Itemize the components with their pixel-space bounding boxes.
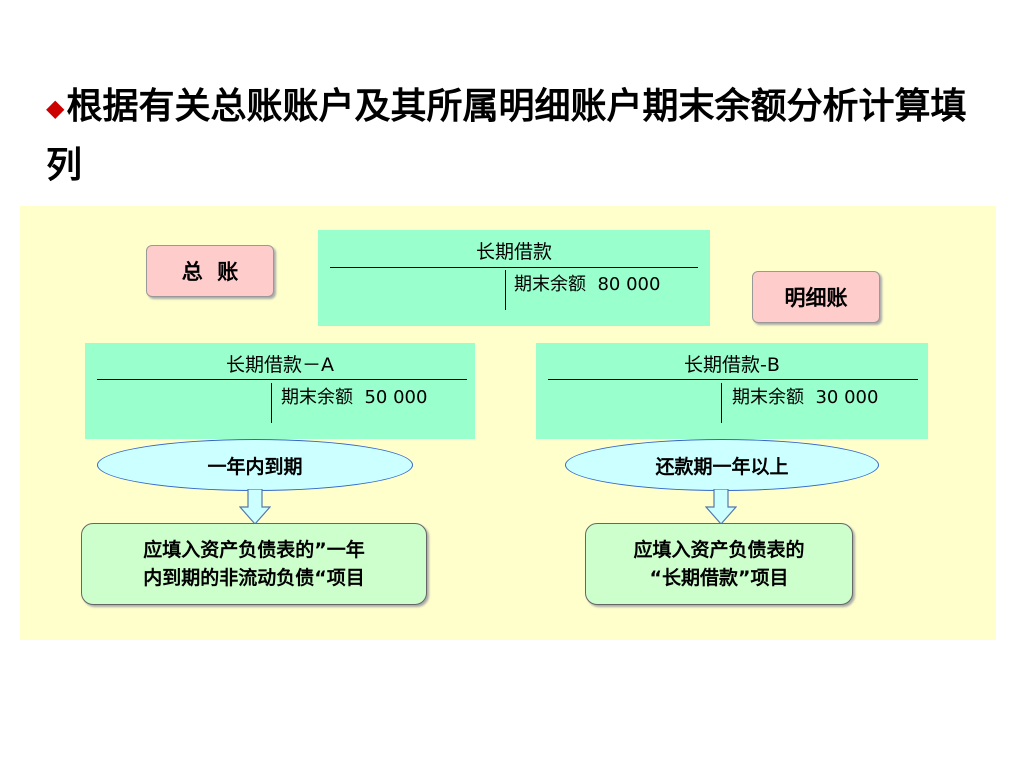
- account-a-box: 长期借款－A 期末余额 50 000: [85, 343, 475, 439]
- account-b-name: 长期借款-B: [684, 354, 780, 376]
- result-a-line2: 内到期的非流动负债“项目: [143, 567, 365, 589]
- main-balance-label: 期末余额: [514, 274, 586, 295]
- account-b-rule: [548, 379, 918, 380]
- account-a-divider: [271, 383, 272, 423]
- diamond-bullet-icon: ◆: [46, 94, 65, 122]
- result-a-line1: 应填入资产负债表的”一年: [143, 539, 365, 561]
- account-a-rule: [97, 379, 467, 380]
- account-a-balance-label: 期末余额: [281, 387, 353, 408]
- down-arrow-icon-a: [239, 489, 271, 525]
- slide-title-text: 根据有关总账账户及其所属明细账户期末余额分析计算填列: [46, 86, 967, 186]
- main-account-box: 长期借款 期末余额 80 000: [318, 230, 710, 326]
- account-b-balance-label: 期末余额: [732, 387, 804, 408]
- slide-title: ◆根据有关总账账户及其所属明细账户期末余额分析计算填列: [46, 78, 986, 195]
- account-a-balance-value: 50 000: [364, 387, 428, 408]
- main-balance-value: 80 000: [597, 274, 661, 295]
- main-account-balance: 期末余额 80 000: [514, 270, 660, 296]
- account-a-balance: 期末余额 50 000: [281, 383, 427, 409]
- result-b-line1: 应填入资产负债表的: [633, 539, 805, 561]
- account-b-box: 长期借款-B 期末余额 30 000: [536, 343, 928, 439]
- main-account-name: 长期借款: [475, 241, 552, 263]
- account-b-balance-value: 30 000: [815, 387, 879, 408]
- general-ledger-tag: 总 账: [146, 245, 274, 297]
- account-b-balance: 期末余额 30 000: [732, 383, 878, 409]
- main-account-rule: [330, 267, 698, 268]
- main-account-divider: [505, 270, 506, 310]
- account-a-name: 长期借款－A: [226, 354, 334, 376]
- result-b-line2: “长期借款”项目: [649, 567, 789, 589]
- account-b-divider: [721, 383, 722, 423]
- down-arrow-icon-b: [705, 489, 737, 525]
- condition-b-ellipse: 还款期一年以上: [565, 439, 879, 491]
- result-b-box: 应填入资产负债表的 “长期借款”项目: [585, 523, 853, 605]
- condition-a-ellipse: 一年内到期: [97, 439, 413, 491]
- result-a-box: 应填入资产负债表的”一年 内到期的非流动负债“项目: [81, 523, 427, 605]
- sub-ledger-tag: 明细账: [752, 271, 880, 323]
